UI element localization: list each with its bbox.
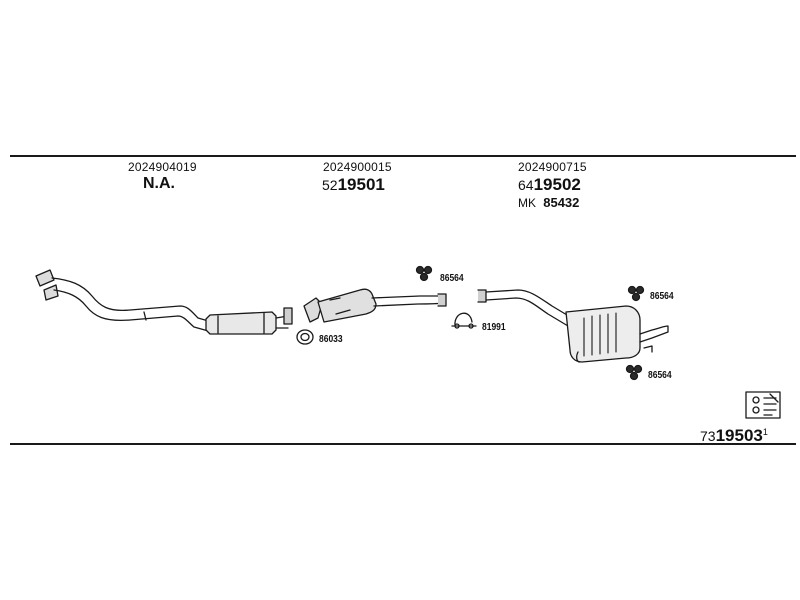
- bottom-rule: [10, 443, 796, 445]
- reference-code: 73195031: [700, 426, 768, 446]
- status-not-available: N.A.: [143, 175, 175, 192]
- rear-silencer: [565, 305, 669, 363]
- rubber-mount-b: [627, 285, 645, 302]
- mounting-kit: MK 85432: [518, 195, 579, 210]
- rubber-mount-c: [625, 364, 643, 381]
- code-prefix: 52: [322, 177, 338, 193]
- reference-icon: [745, 391, 781, 419]
- code-main: 19502: [533, 175, 581, 194]
- code-main: 19501: [337, 175, 385, 194]
- kit-number: 85432: [543, 195, 580, 210]
- label-clamp: 81991: [482, 322, 506, 333]
- front-pipe: [35, 269, 213, 333]
- code-rear-silencer: 6419502: [518, 175, 581, 194]
- middle-silencer: [303, 288, 447, 323]
- pipe-clamp: [451, 312, 477, 329]
- code-prefix: 64: [518, 177, 534, 193]
- part-number-rear-silencer: 2024900715: [518, 160, 587, 174]
- front-resonator: [205, 307, 293, 335]
- code-middle-silencer: 5219501: [322, 175, 385, 194]
- reference-main: 19503: [715, 426, 763, 445]
- rear-pipe: [477, 289, 573, 327]
- reference-prefix: 73: [700, 428, 716, 444]
- top-rule: [10, 155, 796, 157]
- label-rubber-mount-a: 86564: [440, 273, 464, 284]
- ring-gasket: [296, 329, 314, 345]
- label-ring-gasket: 86033: [319, 334, 343, 345]
- kit-prefix: MK: [518, 196, 536, 210]
- reference-suffix: 1: [762, 427, 768, 437]
- part-number-front-pipe: 2024904019: [128, 160, 197, 174]
- label-rubber-mount-c: 86564: [648, 370, 672, 381]
- label-rubber-mount-b: 86564: [650, 291, 674, 302]
- part-number-middle-silencer: 2024900015: [323, 160, 392, 174]
- rubber-mount-a: [415, 265, 433, 282]
